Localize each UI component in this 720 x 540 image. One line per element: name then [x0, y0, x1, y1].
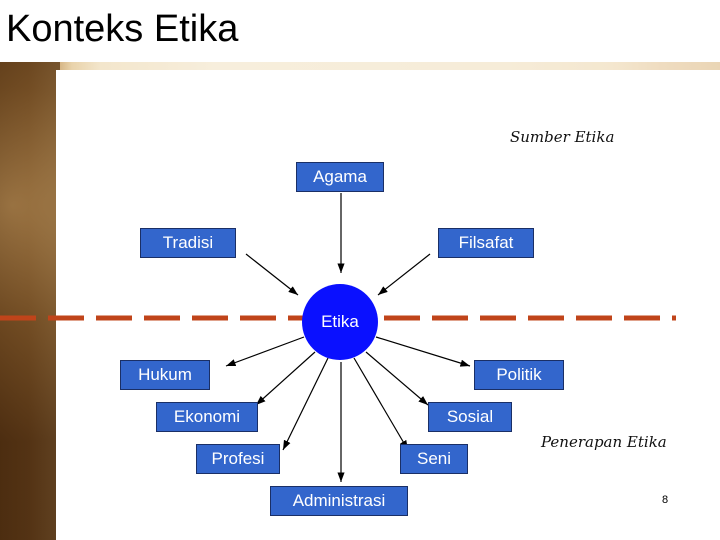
node-filsafat: Filsafat — [438, 228, 534, 258]
arrow-etika-profesi — [282, 357, 329, 451]
arrow-tradisi-etika — [245, 253, 299, 296]
node-ekonomi: Ekonomi — [156, 402, 258, 432]
content-panel — [56, 70, 720, 540]
node-politik: Politik — [474, 360, 564, 390]
arrow-etika-hukum — [225, 336, 305, 367]
application-label: Penerapan Etika — [541, 433, 667, 451]
node-tradisi: Tradisi — [140, 228, 236, 258]
arrow-etika-politik — [375, 336, 471, 367]
arrow-etika-seni — [353, 357, 409, 451]
node-agama: Agama — [296, 162, 384, 192]
node-profesi: Profesi — [196, 444, 280, 474]
background-photo-left-edge — [0, 62, 60, 540]
node-sosial: Sosial — [428, 402, 512, 432]
node-etika: Etika — [302, 284, 378, 360]
source-label: Sumber Etika — [510, 128, 615, 146]
node-administrasi: Administrasi — [270, 486, 408, 516]
slide-title: Konteks Etika — [6, 8, 239, 50]
page-number: 8 — [662, 494, 669, 506]
node-hukum: Hukum — [120, 360, 210, 390]
arrow-etika-ekonomi — [255, 351, 316, 406]
arrow-filsafat-etika — [377, 253, 431, 296]
node-seni: Seni — [400, 444, 468, 474]
arrow-etika-sosial — [365, 351, 429, 406]
